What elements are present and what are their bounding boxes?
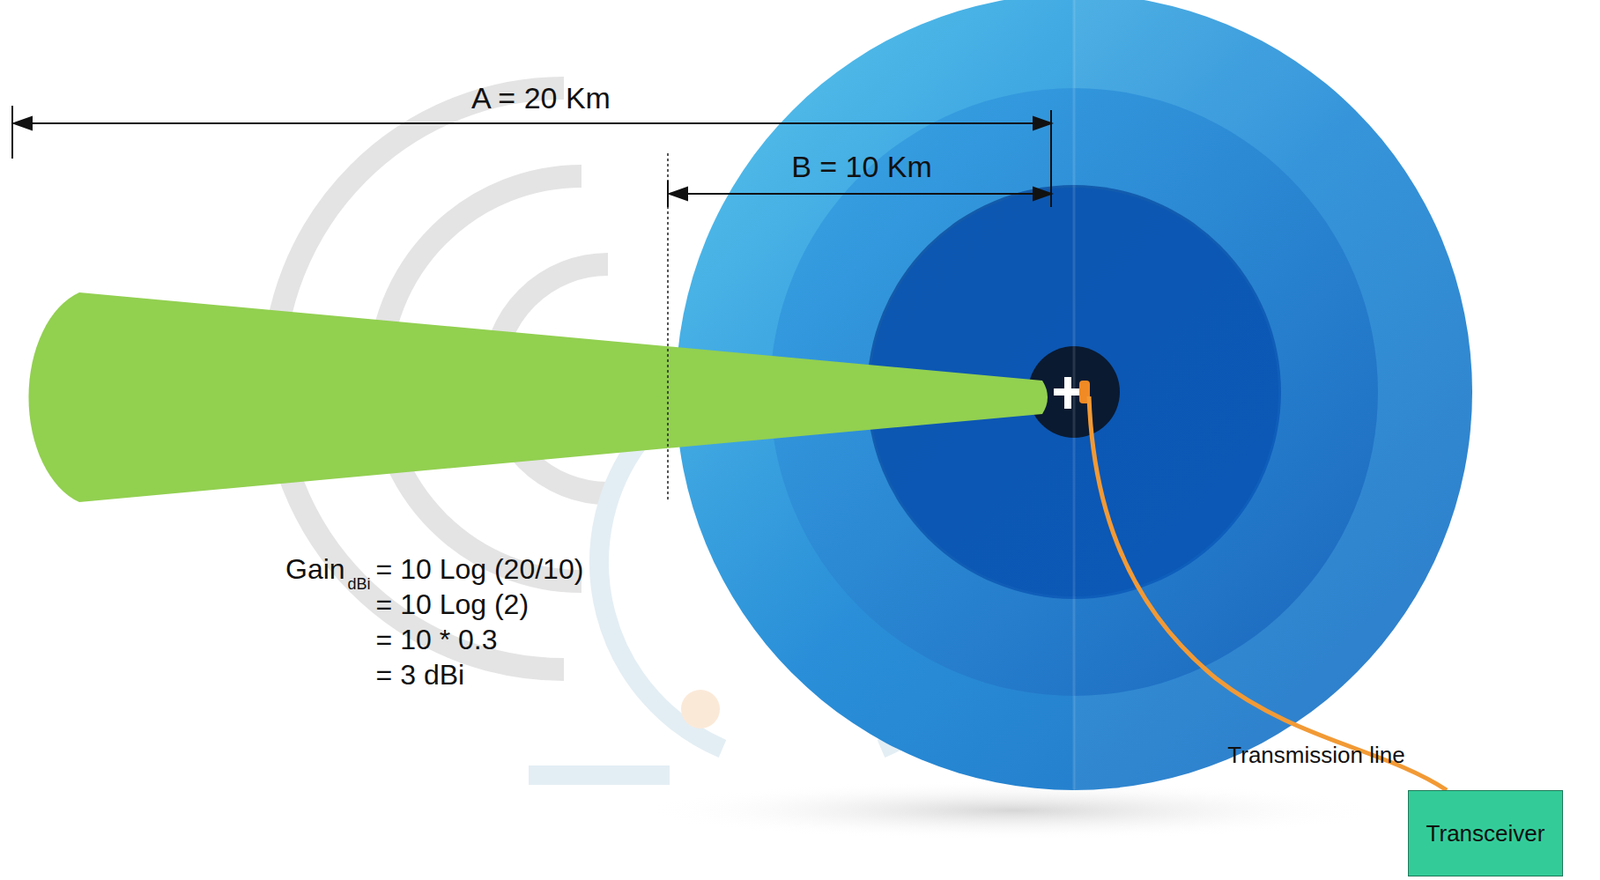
- annotation-label: Transmission line: [1227, 742, 1405, 770]
- transmission-line: [1088, 396, 1447, 791]
- sphere-shadow: [643, 780, 1384, 841]
- formula-text: = 10 Log (20/10): [376, 553, 585, 586]
- dimension-line: [12, 105, 1052, 208]
- formula-text: = 3 dBi: [376, 659, 466, 692]
- antenna-beam: [28, 292, 1048, 503]
- dimension-label: A = 20 Km: [471, 81, 611, 116]
- antenna: [1053, 377, 1090, 409]
- dimension-label: B = 10 Km: [791, 149, 933, 185]
- transceiver-box: Transceiver: [1407, 790, 1563, 877]
- formula-text: = 10 Log (2): [376, 588, 529, 622]
- formula-subscript: dBi: [348, 575, 371, 594]
- reference-line: [666, 153, 669, 501]
- box-label: Transceiver: [1426, 820, 1546, 848]
- watermark-dot: [681, 689, 720, 729]
- formula-text: = 10 * 0.3: [376, 623, 498, 657]
- formula-text: Gain: [285, 553, 346, 586]
